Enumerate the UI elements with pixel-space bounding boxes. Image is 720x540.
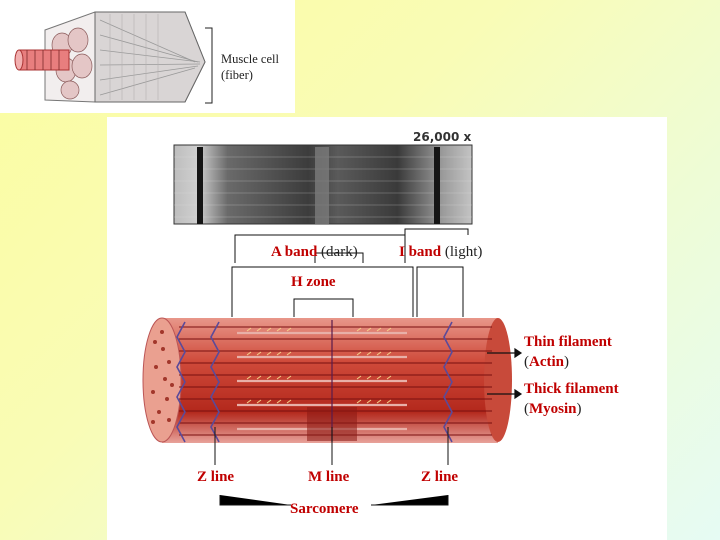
z-line-left-label: Z line bbox=[197, 469, 234, 486]
sarcomere-diagram bbox=[107, 117, 667, 540]
muscle-cell-label: Muscle cell bbox=[221, 52, 279, 66]
magnification-label: 26,000 x bbox=[413, 130, 471, 144]
a-band-note: (dark) bbox=[321, 244, 358, 260]
thin-filament-label: Thin filament bbox=[524, 334, 612, 351]
m-line-label: M line bbox=[308, 469, 349, 486]
myosin-label: (Myosin) bbox=[524, 401, 582, 418]
sarcomere-diagram-panel: 26,000 x A band (dark) I band (light) H … bbox=[107, 117, 667, 540]
z-line-right-label: Z line bbox=[421, 469, 458, 486]
a-band-name: A band bbox=[271, 244, 317, 260]
actin-label: (Actin) bbox=[524, 354, 569, 371]
h-zone-label: H zone bbox=[291, 274, 336, 291]
thick-filament-label: Thick filament bbox=[524, 381, 619, 398]
actin-name: Actin bbox=[529, 354, 564, 370]
i-band-name: I band bbox=[399, 244, 441, 260]
a-band-label: A band (dark) bbox=[271, 244, 358, 261]
i-band-label: I band (light) bbox=[399, 244, 482, 261]
myosin-name: Myosin bbox=[529, 401, 577, 417]
myosin-paren-close: ) bbox=[577, 401, 582, 417]
actin-paren-close: ) bbox=[564, 354, 569, 370]
fiber-label: (fiber) bbox=[221, 68, 253, 82]
sarcomere-label: Sarcomere bbox=[290, 501, 359, 518]
muscle-fiber-panel: Muscle cell (fiber) bbox=[0, 0, 295, 113]
i-band-note: (light) bbox=[445, 244, 483, 260]
